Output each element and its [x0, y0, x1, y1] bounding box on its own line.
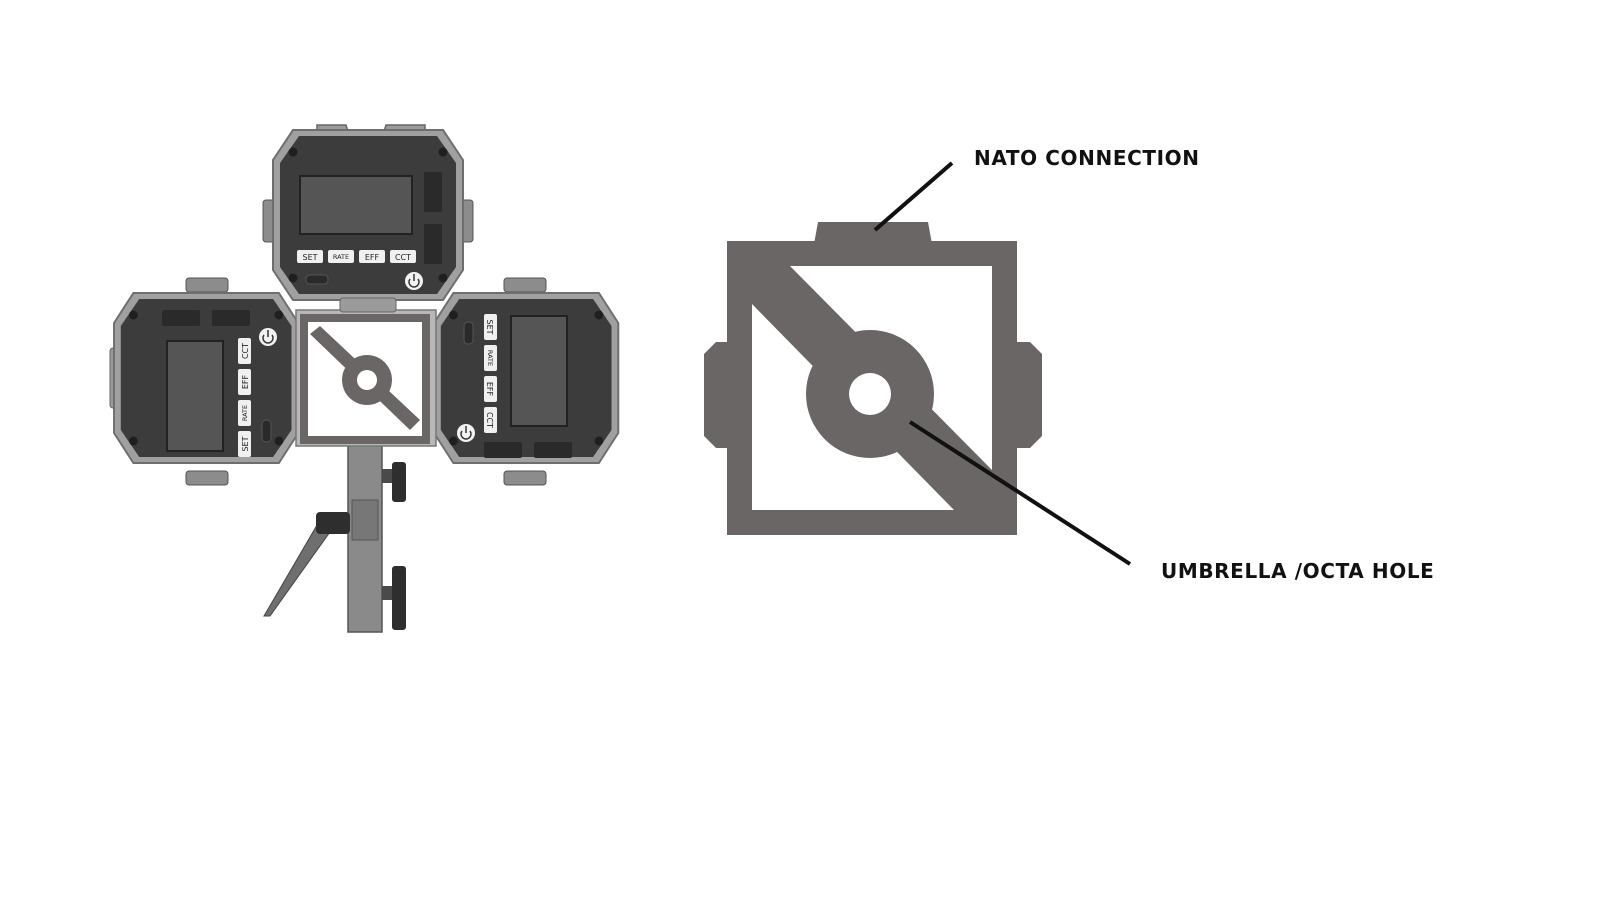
right-unit-eff-label: EFF [485, 382, 494, 397]
light-stand-bracket [263, 443, 406, 633]
left-light-unit: CCT EFF RATE SET [109, 277, 300, 486]
umbrella-leader-line [908, 420, 1132, 566]
left-unit-eff-label: EFF [241, 374, 250, 389]
right-unit-rate-label: RATE [486, 350, 494, 366]
left-side-tab [704, 342, 730, 448]
nato-connection-label: NATO CONNECTION [974, 146, 1200, 170]
right-unit-power-icon [457, 424, 475, 442]
umbrella-callout: UMBRELLA /OCTA HOLE [908, 420, 1434, 583]
nato-connection-tab [814, 222, 932, 244]
nato-callout: NATO CONNECTION [873, 146, 1200, 232]
top-light-unit: SET RATE EFF CCT [262, 124, 474, 301]
top-unit-rate-label: RATE [333, 253, 349, 261]
right-light-unit: SET RATE EFF CCT [433, 277, 620, 486]
enlarged-bracket [704, 222, 1042, 535]
umbrella-octa-hole-label: UMBRELLA /OCTA HOLE [1161, 559, 1434, 583]
right-unit-set-label: SET [485, 319, 494, 334]
center-mount-bracket-small [295, 297, 437, 447]
top-unit-eff-label: EFF [365, 253, 380, 262]
assembled-light-kit: SET RATE EFF CCT [109, 124, 620, 633]
top-unit-power-icon [405, 272, 423, 290]
top-unit-cct-label: CCT [395, 253, 411, 262]
nato-leader-line [873, 161, 954, 232]
right-side-tab [1016, 342, 1042, 448]
umbrella-octa-hole [849, 373, 891, 415]
left-unit-cct-label: CCT [241, 343, 250, 359]
right-unit-cct-label: CCT [485, 412, 494, 428]
left-unit-rate-label: RATE [241, 405, 249, 421]
left-unit-power-icon [259, 328, 277, 346]
top-unit-set-label: SET [302, 253, 317, 262]
left-unit-set-label: SET [241, 436, 250, 451]
